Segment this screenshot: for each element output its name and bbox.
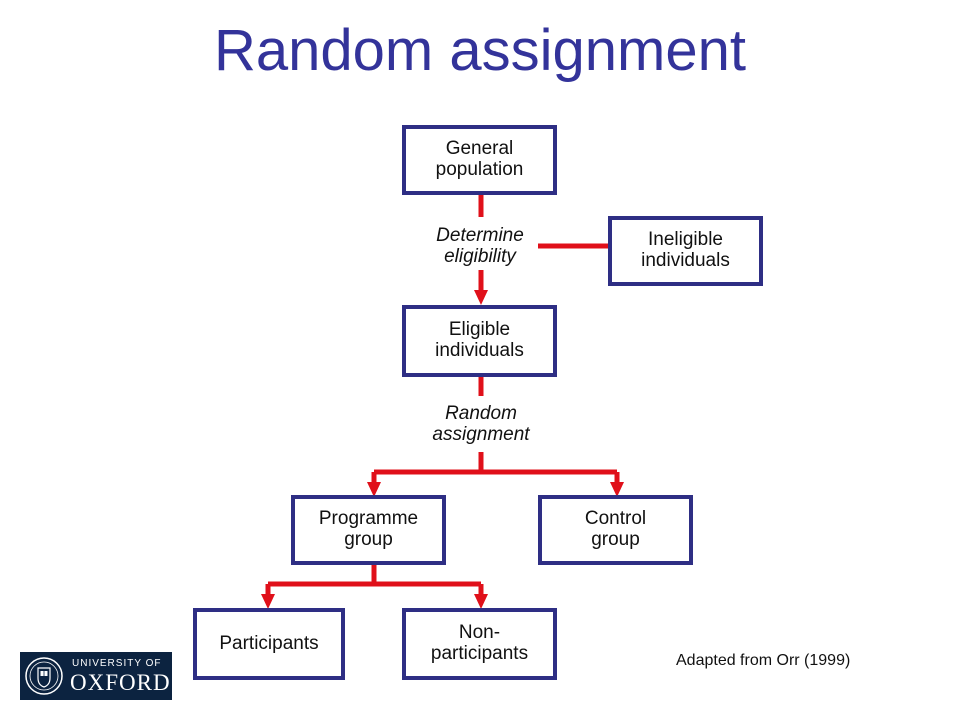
step-determine-eligibility: Determine eligibility <box>436 225 524 267</box>
logo-oxford: OXFORD <box>70 670 171 695</box>
node-general-population: General population <box>402 125 557 195</box>
node-participants: Participants <box>193 608 345 680</box>
node-eligible-individuals: Eligible individuals <box>402 305 557 377</box>
arrowhead-programme <box>367 482 381 497</box>
university-logo: UNIVERSITY OF OXFORD <box>20 652 172 700</box>
step-random-assignment: Random assignment <box>432 403 530 445</box>
source-credit: Adapted from Orr (1999) <box>676 652 851 669</box>
arrowhead-eligible <box>474 290 488 305</box>
crest-icon <box>25 657 63 695</box>
logo-university-of: UNIVERSITY OF <box>72 658 162 669</box>
node-ineligible-individuals: Ineligible individuals <box>608 216 763 286</box>
node-control-group: Control group <box>538 495 693 565</box>
node-non-participants: Non- participants <box>402 608 557 680</box>
node-programme-group: Programme group <box>291 495 446 565</box>
arrowhead-non-participants <box>474 594 488 609</box>
slide-title: Random assignment <box>214 18 746 83</box>
arrowhead-control <box>610 482 624 497</box>
arrowhead-participants <box>261 594 275 609</box>
